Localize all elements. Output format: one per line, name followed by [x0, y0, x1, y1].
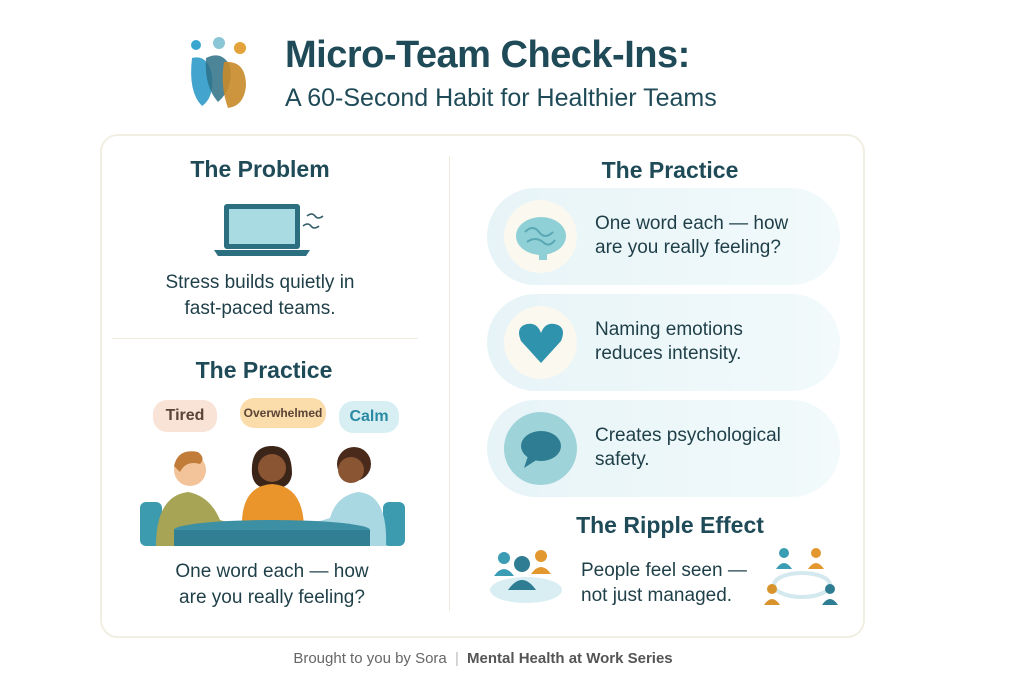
footer-series: Mental Health at Work Series — [467, 650, 673, 667]
practice-item-line: reduces intensity. — [595, 343, 742, 364]
page-subtitle: A 60-Second Habit for Healthier Teams — [285, 84, 717, 112]
practice-item-text: Creates psychological safety. — [595, 424, 815, 472]
team-logo-icon — [191, 37, 246, 108]
ripple-text-line: People feel seen — — [581, 560, 747, 581]
ripple-text: People feel seen — not just managed. — [581, 558, 747, 608]
team-meeting-illustration — [140, 446, 405, 546]
problem-heading: The Problem — [190, 156, 330, 182]
footer: Brought to you by Sora | Mental Health a… — [0, 650, 966, 667]
speech-bubble-calm: Calm — [339, 401, 399, 433]
practice-caption-left: One word each — how are you really feeli… — [112, 559, 432, 611]
ripple-text-line: not just managed. — [581, 585, 733, 606]
caption-line: One word each — how — [175, 561, 369, 582]
practice-item-line: are you really feeling? — [595, 237, 781, 258]
footer-credit: Brought to you by Sora — [293, 650, 447, 667]
practice-heading-left: The Practice — [195, 357, 333, 383]
ripple-heading: The Ripple Effect — [576, 512, 764, 538]
heart-icon — [504, 306, 577, 379]
practice-item-line: safety. — [595, 449, 650, 470]
problem-text-line: Stress builds quietly in — [165, 272, 355, 293]
speech-bubble-overwhelmed: Overwhelmed — [240, 398, 326, 428]
page-title: Micro-Team Check-Ins: — [285, 34, 690, 76]
horizontal-divider — [112, 338, 418, 339]
practice-item: One word each — how are you really feelin… — [487, 188, 840, 285]
problem-text: Stress builds quietly in fast-paced team… — [112, 270, 408, 322]
practice-item-line: Creates psychological — [595, 425, 781, 446]
speech-bubble-tired: Tired — [153, 400, 217, 432]
footer-separator: | — [454, 650, 459, 667]
practice-item: Creates psychological safety. — [487, 400, 840, 497]
practice-item-line: One word each — how — [595, 213, 789, 234]
practice-heading-right: The Practice — [601, 157, 739, 183]
practice-item-line: Naming emotions — [595, 319, 743, 340]
connected-people-icon — [764, 548, 838, 605]
practice-item-text: One word each — how are you really feelin… — [595, 212, 815, 260]
caption-line: are you really feeling? — [179, 587, 365, 608]
practice-item: Naming emotions reduces intensity. — [487, 294, 840, 391]
problem-text-line: fast-paced teams. — [184, 298, 336, 319]
brain-icon — [504, 200, 577, 273]
vertical-divider — [449, 156, 450, 611]
speech-bubble-icon — [504, 412, 577, 485]
practice-item-text: Naming emotions reduces intensity. — [595, 318, 815, 366]
laptop-icon — [214, 204, 324, 256]
group-icon — [490, 550, 562, 603]
